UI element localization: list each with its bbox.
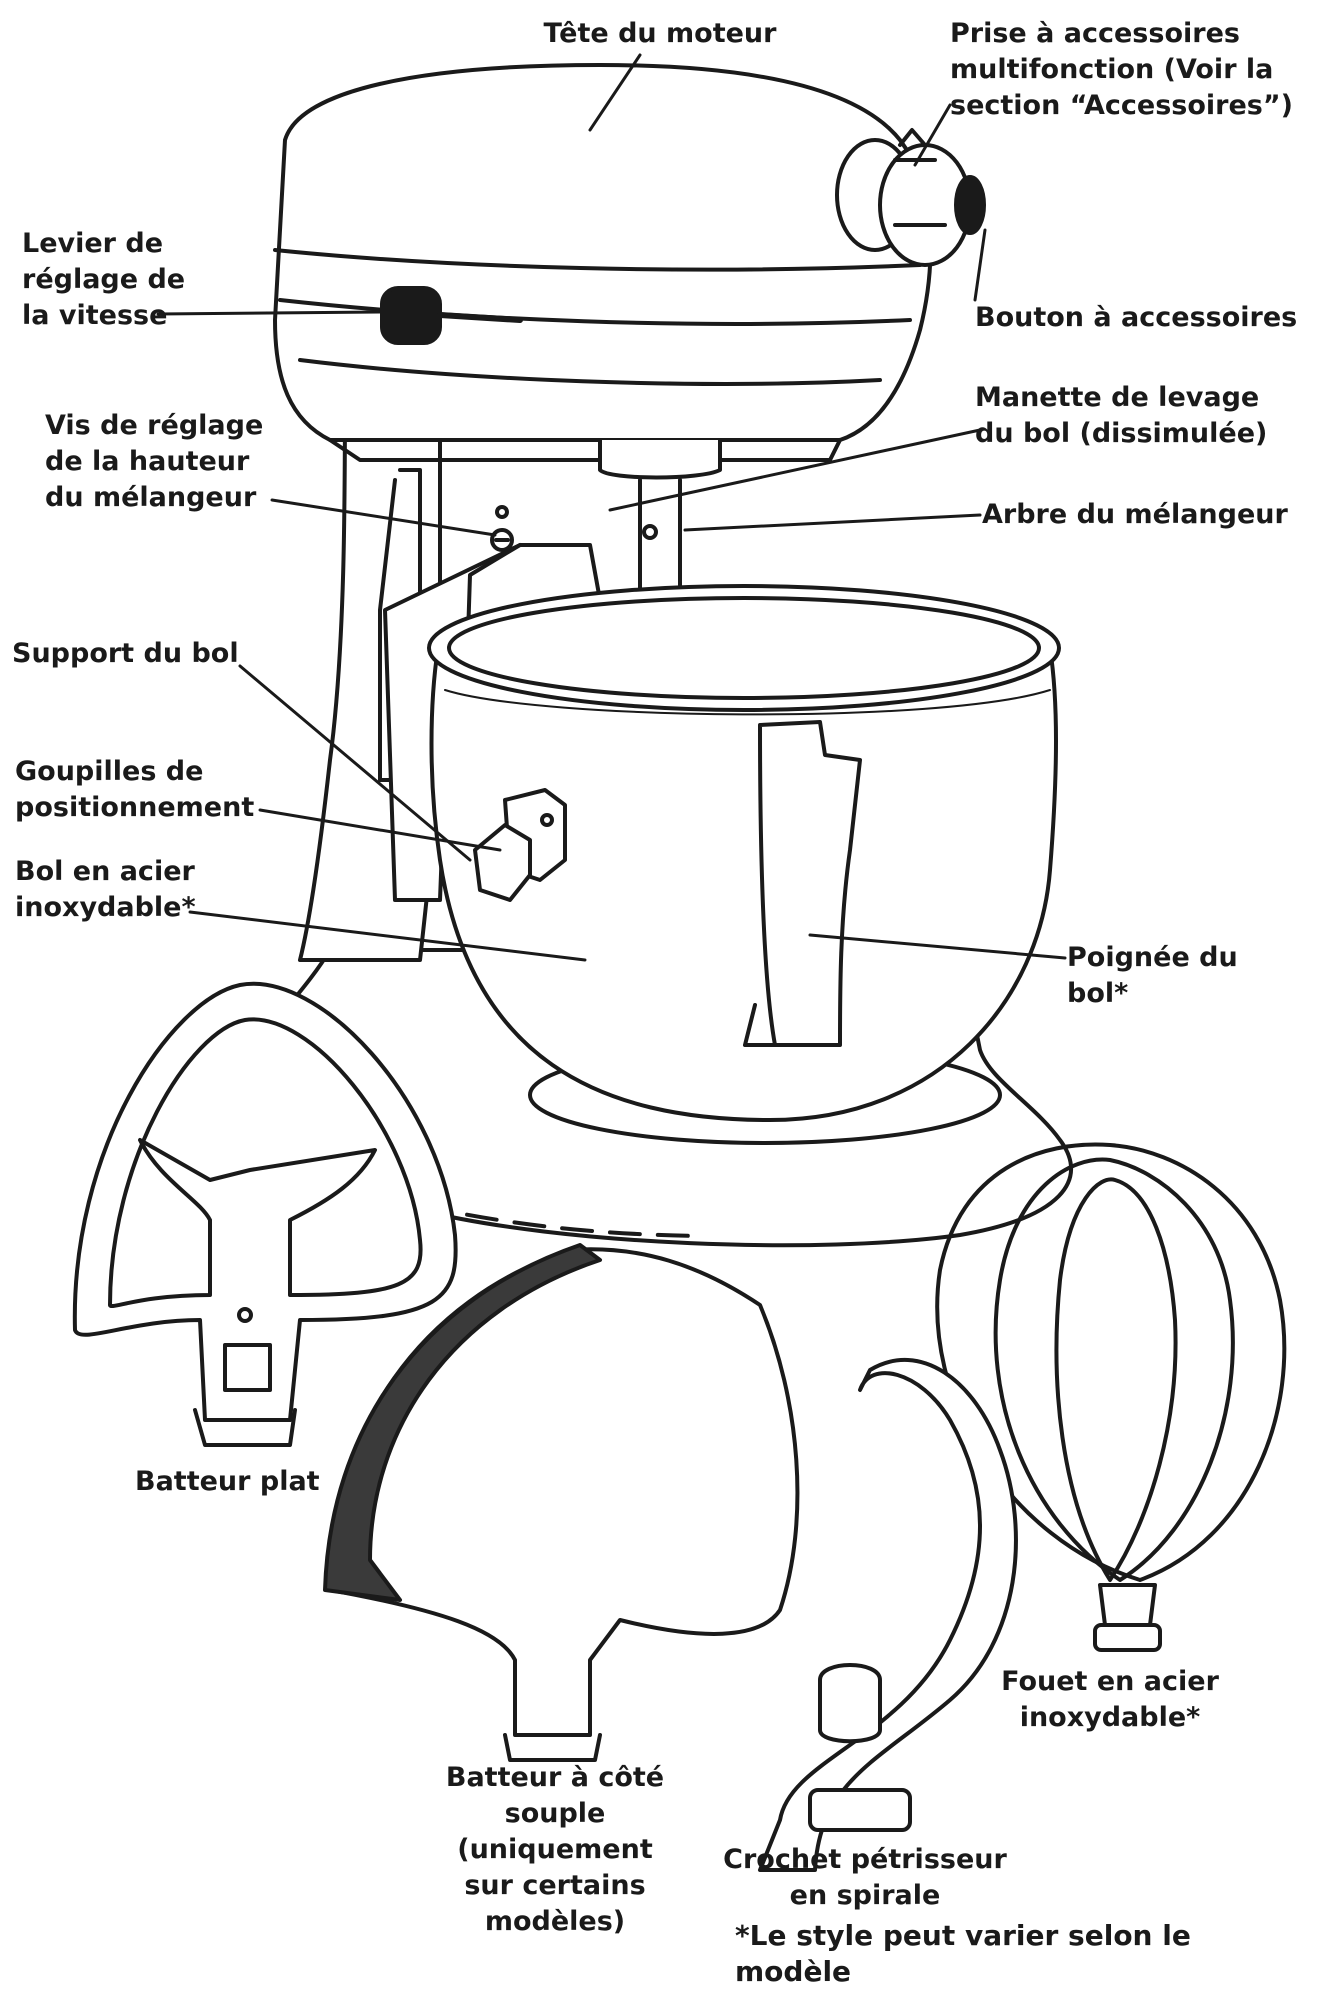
label-attachment-knob: Bouton à accessoires xyxy=(975,302,1298,333)
label-locating-pins: Goupilles de positionnement xyxy=(15,756,255,823)
speed-lever xyxy=(380,286,523,345)
label-whip: Fouet en acier inoxydable* xyxy=(1001,1666,1219,1733)
flat-beater xyxy=(72,981,458,1447)
bowl-handle xyxy=(743,720,862,1047)
dough-hook xyxy=(758,1358,1018,1872)
label-speed-lever: Levier de réglage de la vitesse xyxy=(22,228,186,331)
flex-edge-beater xyxy=(323,1243,800,1762)
attachment-hub xyxy=(835,128,986,267)
label-bowl-handle: Poignée du bol* xyxy=(1067,942,1238,1009)
label-bowl-lift: Manette de levage du bol (dissimulée) xyxy=(975,382,1268,449)
motor-head xyxy=(273,63,933,462)
footnote: *Le style peut varier selon le modèle xyxy=(735,1919,1191,1988)
label-motor-head: Tête du moteur xyxy=(543,18,777,49)
label-height-screw: Vis de réglage de la hauteur du mélangeu… xyxy=(45,410,264,513)
label-flat-beater: Batteur plat xyxy=(135,1466,320,1497)
label-attachment-hub: Prise à accessoires multifonction (Voir … xyxy=(950,18,1293,121)
beater-shaft-housing xyxy=(598,438,722,592)
label-flex-beater: Batteur à côté souple (uniquement sur ce… xyxy=(445,1762,665,1937)
bowl xyxy=(427,584,1061,1122)
label-beater-shaft: Arbre du mélangeur xyxy=(982,499,1288,530)
label-bowl: Bol en acier inoxydable* xyxy=(15,856,196,923)
label-dough-hook: Crochet pétrisseur en spirale xyxy=(723,1844,1007,1911)
label-bowl-support: Support du bol xyxy=(12,638,239,669)
leader-lines xyxy=(156,53,1067,962)
height-screw xyxy=(490,505,514,552)
bowl-support-clip xyxy=(473,788,567,902)
